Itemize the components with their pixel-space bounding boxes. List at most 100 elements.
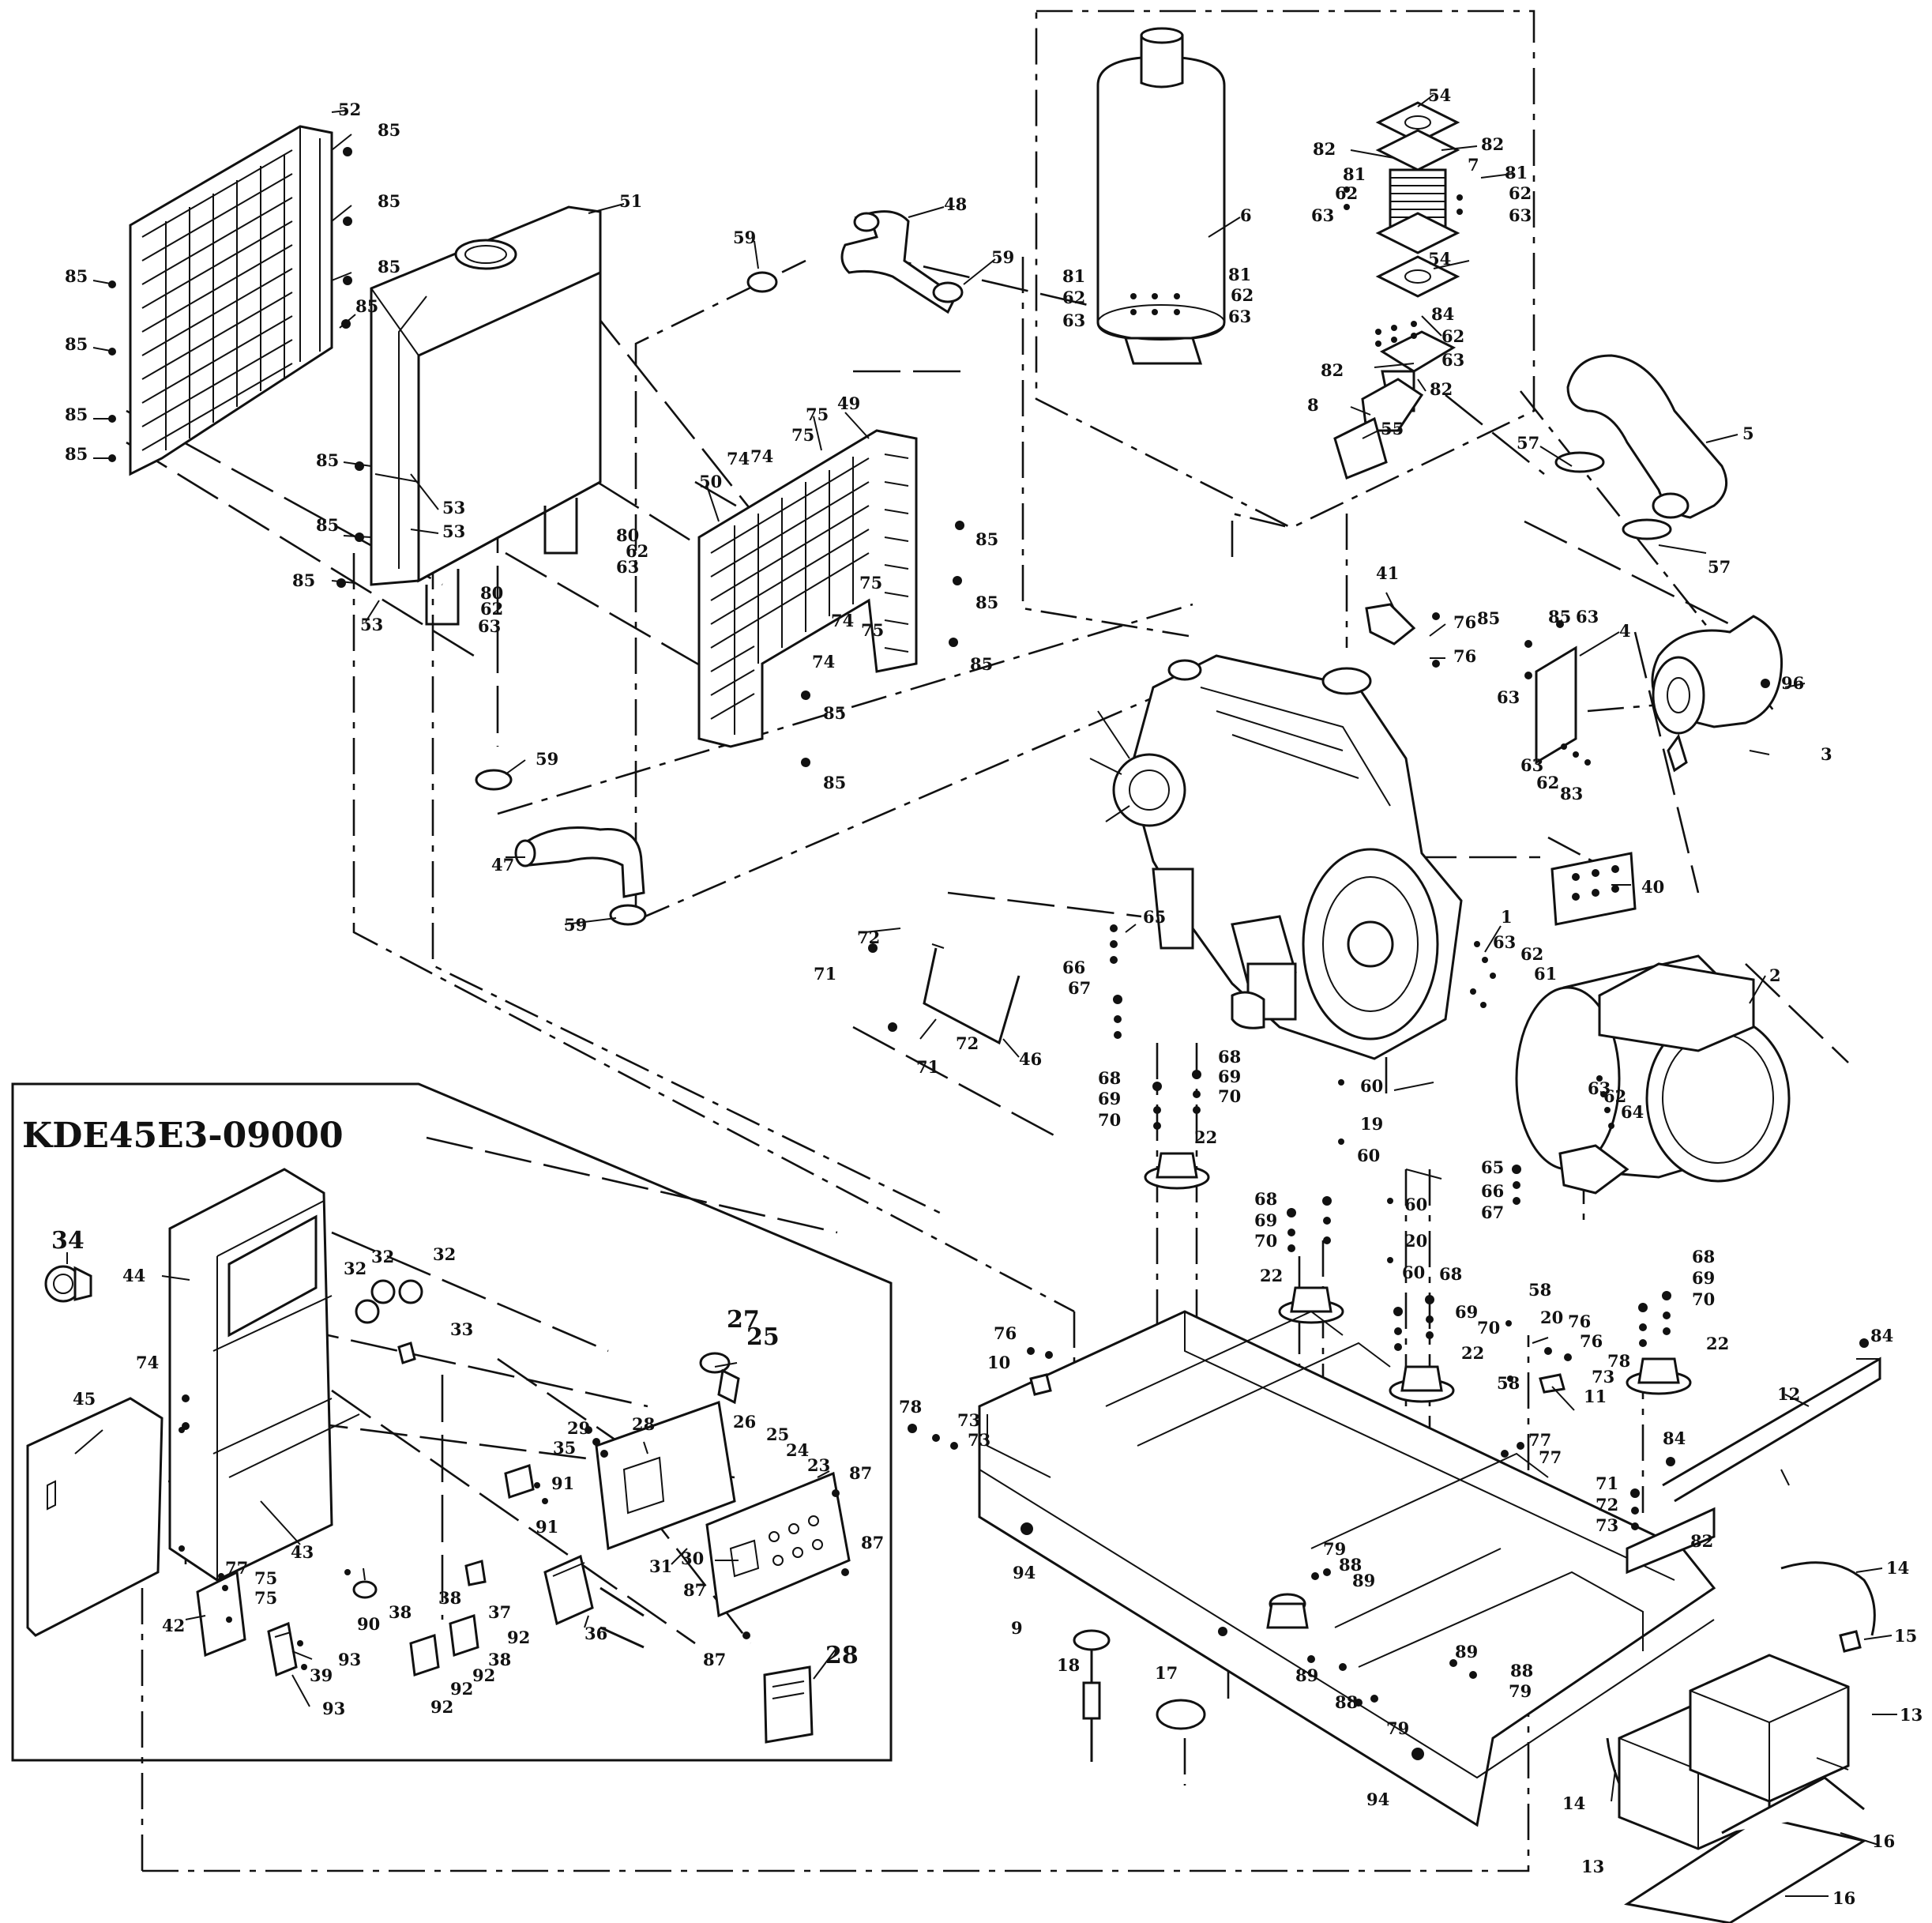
callout-40: 40 (1641, 877, 1664, 897)
callout-85: 85 (970, 654, 993, 674)
fuse-holder-part-39 (267, 1621, 298, 1677)
callout-32: 32 (344, 1259, 366, 1278)
callout-85: 85 (378, 120, 400, 140)
callout-60: 60 (1357, 1146, 1380, 1165)
callout-25: 25 (766, 1424, 789, 1444)
mount-part-22d (1626, 1357, 1692, 1395)
callout-34: 34 (51, 1227, 85, 1255)
callout-50: 50 (699, 472, 722, 491)
callout-68: 68 (1098, 1068, 1121, 1088)
callout-74: 74 (831, 611, 854, 630)
callout-76: 76 (1453, 646, 1476, 666)
callout-75: 75 (859, 573, 882, 593)
callout-5: 5 (1742, 423, 1754, 443)
callout-35: 35 (553, 1438, 576, 1458)
callout-27: 27 (727, 1306, 760, 1334)
callout-82: 82 (1313, 139, 1336, 159)
callout-16: 16 (1832, 1888, 1855, 1908)
air-cleaner-part-3 (1651, 615, 1784, 773)
callout-38: 38 (438, 1588, 461, 1608)
callout-4: 4 (1619, 621, 1631, 641)
callout-82: 82 (1321, 360, 1344, 380)
callout-82: 82 (1481, 134, 1504, 154)
duct-part-46 (923, 943, 1021, 1045)
mount-part-22c (1389, 1365, 1455, 1403)
callout-74: 74 (727, 449, 750, 469)
lower-hose-part-47 (475, 769, 647, 926)
callout-81: 81 (1062, 266, 1085, 286)
callout-63: 63 (1520, 755, 1543, 775)
exhaust-pipe-part-41 (1365, 603, 1416, 645)
callout-62: 62 (1509, 183, 1532, 203)
callout-70: 70 (1692, 1289, 1715, 1309)
callout-59: 59 (733, 228, 756, 247)
callout-85: 85 (65, 405, 88, 424)
hose-clamp-59a (746, 271, 778, 293)
callout-22: 22 (1260, 1266, 1283, 1285)
callout-57: 57 (1517, 433, 1539, 453)
callout-36: 36 (584, 1624, 607, 1643)
callout-71: 71 (1596, 1473, 1618, 1493)
callout-23: 23 (807, 1455, 830, 1475)
callout-22: 22 (1706, 1334, 1729, 1353)
part-33 (397, 1342, 416, 1364)
callout-85: 85 (316, 515, 339, 535)
callout-53: 53 (442, 521, 465, 541)
callout-30: 30 (681, 1549, 704, 1568)
callout-76: 76 (1580, 1331, 1603, 1351)
callout-9: 9 (1011, 1618, 1023, 1638)
callout-73: 73 (968, 1430, 990, 1450)
callout-14: 14 (1562, 1793, 1585, 1813)
callout-54: 54 (1428, 249, 1451, 269)
callout-96: 96 (1781, 673, 1804, 693)
callout-85: 85 (975, 593, 998, 612)
callout-87: 87 (861, 1533, 884, 1552)
callout-13: 13 (1581, 1857, 1604, 1876)
callout-79: 79 (1323, 1539, 1346, 1559)
generator-part-2 (1515, 954, 1791, 1195)
callout-94: 94 (1366, 1789, 1389, 1809)
callout-87: 87 (849, 1463, 872, 1483)
callout-79: 79 (1509, 1681, 1532, 1701)
exhaust-elbow-part-8 (1333, 330, 1457, 480)
callout-63: 63 (1493, 932, 1516, 952)
callout-85: 85 (1477, 608, 1500, 628)
callout-6: 6 (1240, 205, 1252, 225)
callout-81: 81 (1505, 163, 1528, 183)
terminal-part-35 (504, 1464, 535, 1499)
callout-13: 13 (1900, 1705, 1923, 1725)
callout-74: 74 (750, 446, 773, 466)
callout-54: 54 (1428, 85, 1451, 105)
callout-68: 68 (1439, 1264, 1462, 1284)
callout-62: 62 (1231, 285, 1254, 305)
callout-62: 62 (1520, 944, 1543, 964)
callout-84: 84 (1663, 1428, 1686, 1448)
callout-69: 69 (1455, 1302, 1478, 1322)
callout-80: 80 (616, 525, 639, 545)
callout-11: 11 (1584, 1387, 1607, 1406)
callout-62: 62 (626, 541, 648, 561)
callout-60: 60 (1360, 1076, 1383, 1096)
callout-88: 88 (1339, 1555, 1362, 1575)
callout-60: 60 (1402, 1263, 1425, 1282)
callout-65: 65 (1481, 1157, 1504, 1177)
battery-part-13b (1689, 1654, 1850, 1803)
callout-29: 29 (567, 1418, 590, 1438)
callout-62: 62 (1536, 773, 1559, 792)
mount-part-22a (1144, 1152, 1210, 1190)
callout-20: 20 (1540, 1308, 1563, 1327)
callout-84: 84 (1431, 304, 1454, 324)
callout-75: 75 (254, 1568, 277, 1588)
callout-78: 78 (1607, 1351, 1630, 1371)
callout-85: 85 (355, 296, 378, 316)
callout-44: 44 (122, 1266, 145, 1285)
callout-49: 49 (837, 393, 860, 413)
callout-1: 1 (1501, 907, 1513, 927)
bellows-part-7 (1375, 101, 1460, 298)
fuel-gauge-part-18 (1073, 1629, 1111, 1762)
callout-41: 41 (1376, 563, 1399, 583)
callout-79: 79 (1386, 1718, 1409, 1738)
callout-75: 75 (806, 405, 829, 424)
callout-10: 10 (987, 1353, 1010, 1372)
